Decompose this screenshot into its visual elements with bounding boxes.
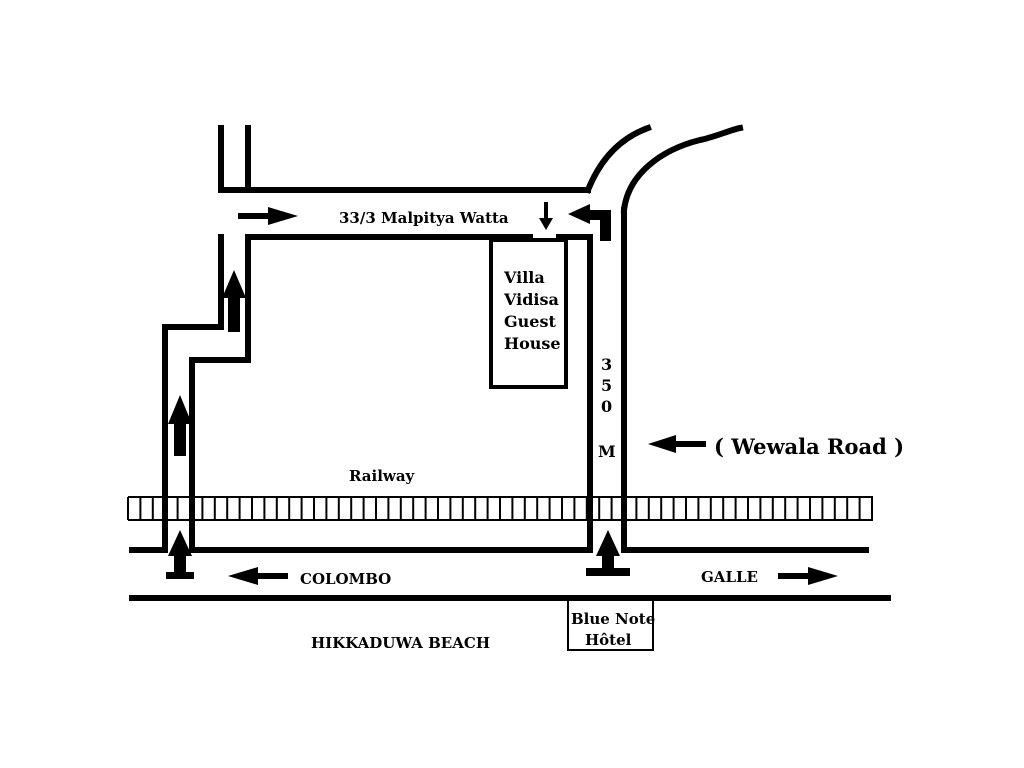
hotel-line: Hôtel [585,631,632,649]
arrow-up-icon [168,395,192,456]
guesthouse-line: Guest [504,312,556,331]
arrow-up-icon [166,530,194,579]
upper-lane [218,125,591,193]
distance-digit: 0 [601,397,612,416]
arrow-up-icon [586,530,630,576]
arrow-down-icon [539,202,553,230]
street-label: 33/3 Malpitya Watta [339,209,509,227]
arrow-up-icon [222,270,246,332]
curved-road [556,124,744,493]
railway-label: Railway [349,467,416,485]
colombo-label: COLOMBO [300,570,391,588]
hotel-label: Blue Note Hôtel [571,610,655,649]
main-road [129,492,891,601]
guesthouse-line: Vidisa [503,290,559,309]
beach-label: HIKKADUWA BEACH [311,634,490,652]
distance-label: 3 5 0 M [598,355,616,461]
railway-track [127,496,873,521]
distance-digit: 5 [601,376,612,395]
left-roads [162,125,591,493]
guesthouse-line: House [504,334,561,353]
arrow-turn-down-icon [568,204,611,241]
galle-label: GALLE [701,568,758,586]
hotel-line: Blue Note [571,610,655,628]
arrow-right-icon [778,567,838,585]
arrow-left-icon [228,567,288,585]
arrow-left-icon [648,435,706,453]
guesthouse-label: Villa Vidisa Guest House [503,268,561,353]
hotel-box [567,597,654,651]
distance-unit: M [598,442,616,461]
guesthouse-line: Villa [503,268,545,287]
arrow-right-icon [238,207,298,225]
guesthouse-box [489,238,568,389]
distance-digit: 3 [601,355,612,374]
wewala-road-label: ( Wewala Road ) [714,434,904,459]
